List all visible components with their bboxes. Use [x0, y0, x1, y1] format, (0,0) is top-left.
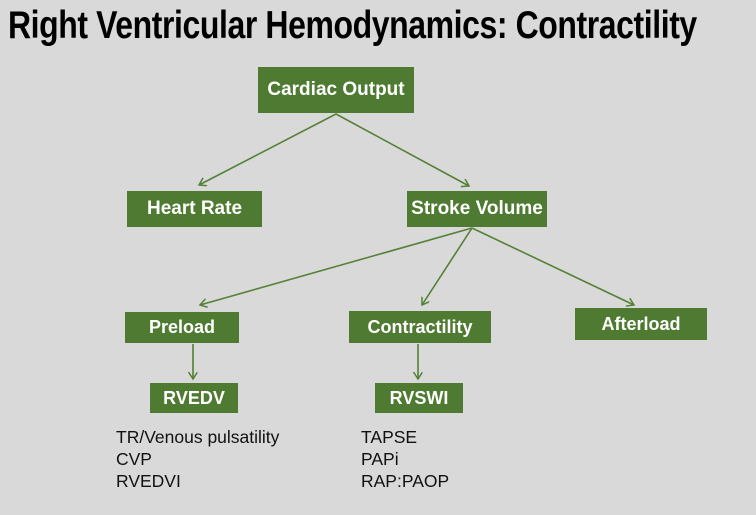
node-afterload: Afterload [575, 308, 707, 340]
node-contractility: Contractility [349, 311, 491, 343]
node-heart-rate: Heart Rate [127, 191, 262, 227]
page-title: Right Ventricular Hemodynamics: Contract… [8, 4, 697, 47]
list-item: TR/Venous pulsatility [116, 427, 280, 447]
arrow-stroke-to-afterload [471, 227, 634, 305]
arrow-cardiac-to-stroke-volume [335, 113, 469, 186]
node-preload: Preload [125, 312, 239, 343]
list-item: RAP:PAOP [361, 471, 450, 491]
node-cardiac-output: Cardiac Output [258, 67, 414, 113]
preload-measures-list: TR/Venous pulsatility CVP RVEDVI [116, 426, 279, 492]
contractility-measures-list: TAPSE PAPi RAP:PAOP [361, 426, 449, 492]
list-item: RVEDVI [116, 471, 181, 491]
node-rvedv: RVEDV [150, 383, 238, 413]
node-stroke-volume: Stroke Volume [407, 191, 547, 227]
list-item: CVP [116, 449, 152, 469]
node-rvswi: RVSWI [375, 383, 463, 413]
list-item: PAPi [361, 449, 399, 469]
arrow-cardiac-to-heart-rate [199, 113, 337, 185]
arrow-stroke-to-contractility [422, 227, 473, 305]
list-item: TAPSE [361, 427, 418, 447]
arrow-stroke-to-preload [200, 227, 473, 305]
